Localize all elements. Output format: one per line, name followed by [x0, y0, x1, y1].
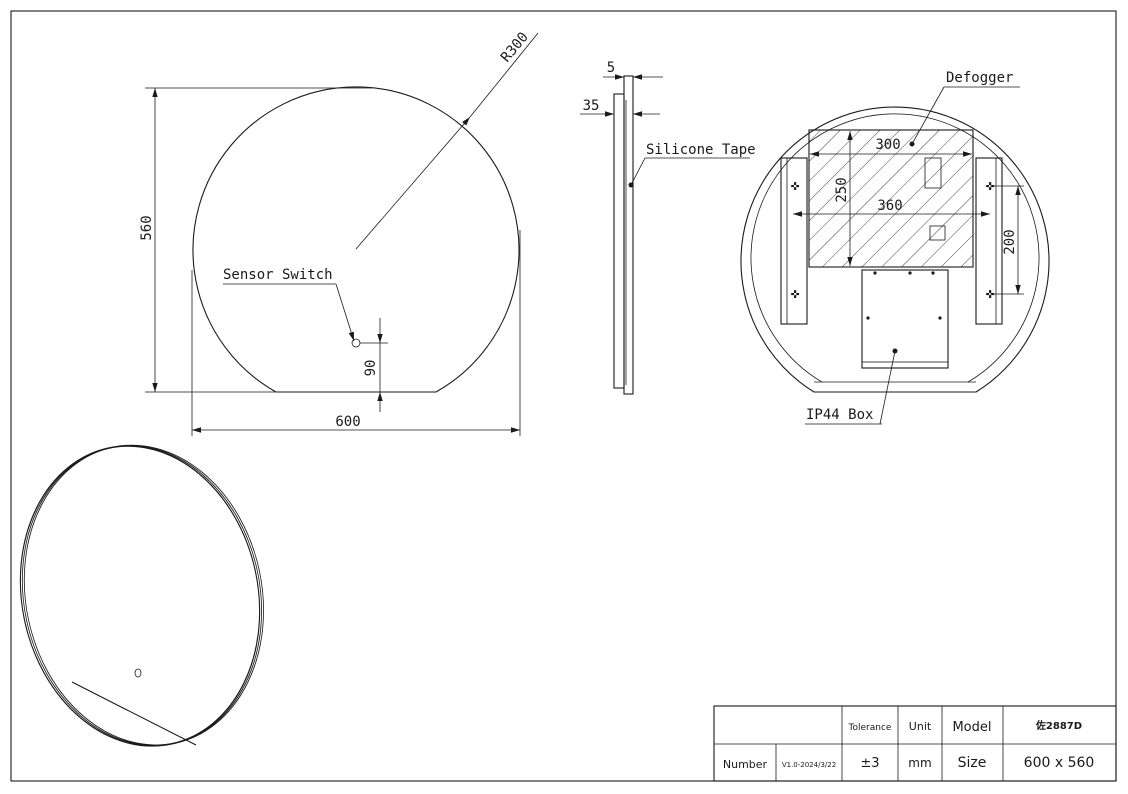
title-block: Tolerance Unit Model 佐2887D Number V1.0-… — [713, 705, 1117, 782]
front-view: 560 600 R300 Sensor Switch 90 — [139, 29, 539, 436]
model-value: 佐2887D — [1035, 719, 1082, 732]
tolerance-value: ±3 — [860, 756, 879, 771]
sensor-switch-icon — [351, 338, 361, 348]
depth-label: 35 — [583, 98, 600, 114]
ip44-box — [861, 269, 949, 369]
box-screw-4 — [866, 316, 870, 320]
defogger-terminal — [929, 225, 946, 241]
tape-leader-dot — [628, 182, 634, 188]
sensor-offset-label: 90 — [363, 360, 379, 377]
right-bracket — [975, 157, 1003, 325]
model-header: Model — [952, 720, 991, 735]
width-dimension-label: 600 — [335, 414, 360, 430]
radius-leader-line — [355, 116, 471, 250]
box-leader-line — [879, 350, 896, 425]
box-screw-3 — [931, 271, 935, 275]
height-dimension-label: 560 — [139, 215, 155, 240]
ip44-box-base — [861, 361, 949, 369]
defogger-height-label: 250 — [834, 177, 850, 202]
bracket-span-label: 360 — [877, 198, 902, 214]
back-outer-outline — [740, 106, 1050, 393]
silicone-tape-label: Silicone Tape — [646, 142, 756, 158]
defogger-label: Defogger — [946, 70, 1013, 86]
size-header: Size — [958, 755, 987, 771]
defogger-width-label: 300 — [875, 137, 900, 153]
isometric-view — [19, 444, 264, 747]
iso-sensor-icon — [134, 668, 142, 678]
version-value: V1.0-2024/3/22 — [782, 761, 836, 769]
left-bracket-top-screw-icon: ✜ — [791, 178, 799, 194]
title-block-border — [713, 705, 1117, 782]
back-view: ✜ ✜ ✜ ✜ 300 250 360 200 Defogger — [740, 70, 1050, 425]
mirror-front-outline — [192, 86, 520, 393]
back-inner-outline — [750, 113, 1040, 383]
sensor-leader-line — [335, 283, 355, 342]
number-header: Number — [723, 758, 768, 771]
sensor-switch-label: Sensor Switch — [223, 267, 333, 283]
unit-value: mm — [908, 756, 931, 770]
iso-bottom-edge — [71, 681, 197, 746]
iso-rim-outer — [23, 444, 264, 746]
defogger-leader-line — [911, 86, 945, 145]
box-screw-5 — [938, 316, 942, 320]
defogger-leader-dot — [909, 141, 915, 147]
ip44-box-label: IP44 Box — [806, 407, 873, 423]
defogger-connector — [924, 157, 942, 189]
sheet-border — [10, 10, 1117, 782]
box-screw-2 — [908, 271, 912, 275]
bracket-height-label: 200 — [1002, 229, 1018, 254]
mirror-side-back — [613, 93, 625, 389]
iso-rim-mid — [21, 445, 262, 747]
iso-front-face — [19, 445, 261, 747]
tolerance-header: Tolerance — [848, 723, 892, 733]
mirror-side-glass — [623, 75, 634, 395]
side-view: 5 35 Silicone Tape — [580, 60, 756, 395]
radius-leader-extension — [469, 32, 539, 118]
thickness-label: 5 — [607, 60, 615, 76]
tape-leader-line — [630, 157, 646, 186]
size-value: 600 x 560 — [1024, 755, 1095, 771]
unit-header: Unit — [909, 720, 932, 733]
left-bracket-bottom-screw-icon: ✜ — [791, 286, 799, 302]
box-screw-1 — [873, 271, 877, 275]
left-bracket — [780, 157, 808, 325]
